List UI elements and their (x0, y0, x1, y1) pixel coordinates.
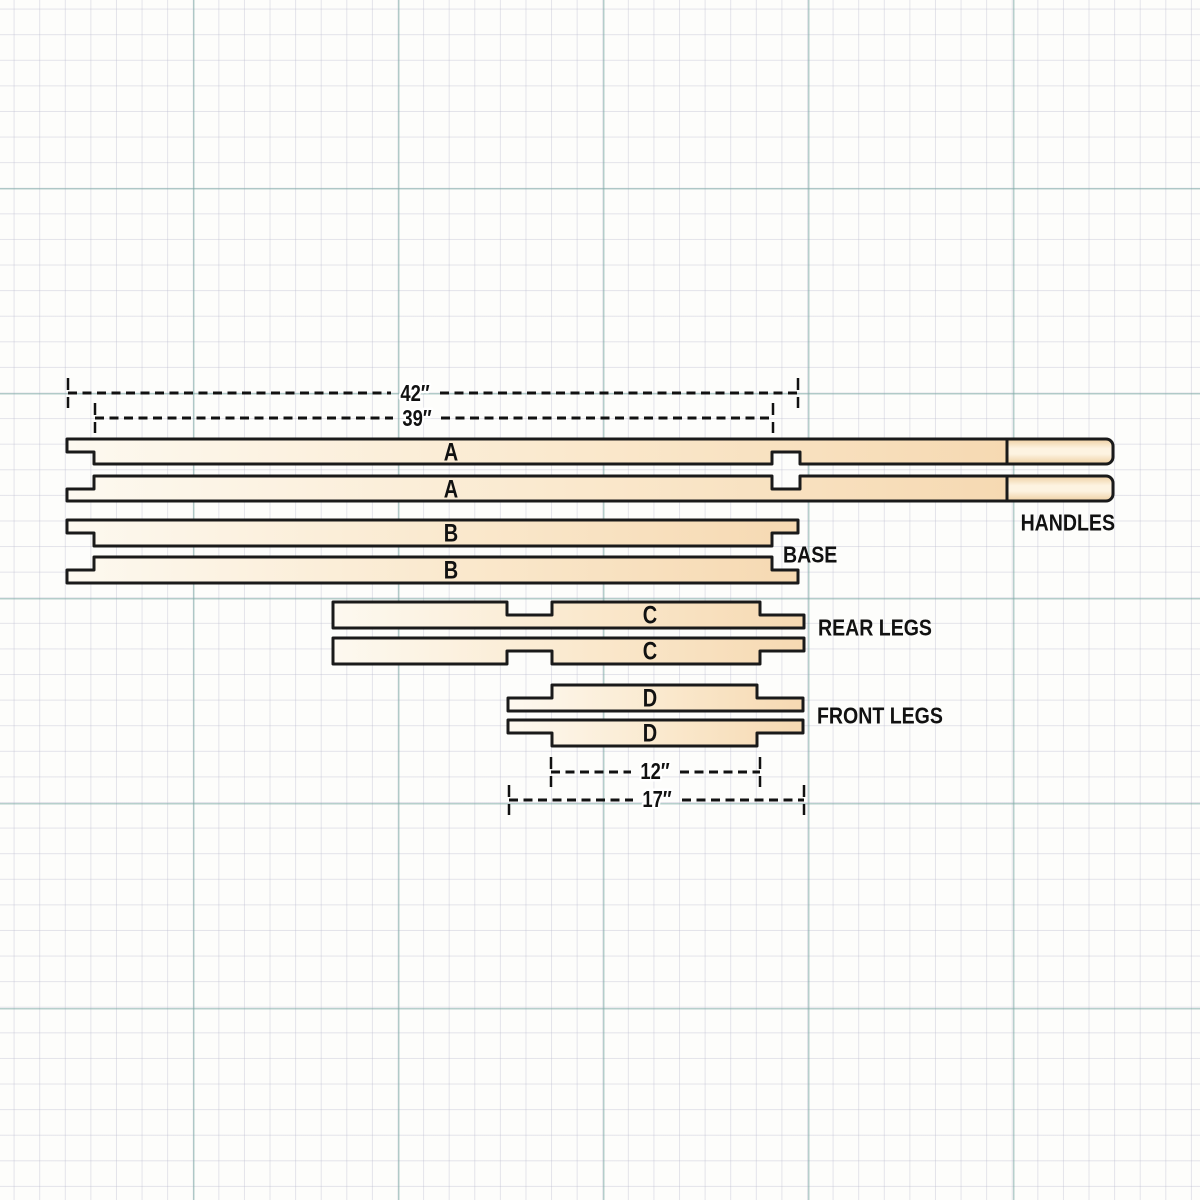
board-a1: A (65, 437, 1115, 466)
board-d2-shape (506, 718, 805, 748)
board-d1-shape (506, 683, 805, 713)
board-a2: A (65, 474, 1115, 503)
dim-39-label: 39″ (402, 406, 431, 431)
board-b1: B (65, 518, 800, 548)
dimension-12: 12″ (549, 757, 762, 787)
part-label-d2: D (643, 719, 657, 747)
board-a2-handle (1005, 474, 1115, 503)
board-d1: D (506, 683, 805, 713)
board-a2-shape (65, 474, 1009, 503)
dimension-42: 42″ (66, 378, 800, 409)
group-label-front-legs: FRONT LEGS (817, 703, 943, 729)
part-label-c1: C (643, 601, 657, 629)
part-label-c2: C (643, 637, 657, 665)
group-label-handles: HANDLES (1021, 510, 1115, 536)
dim-42-label: 42″ (400, 381, 429, 406)
board-c2-shape (331, 636, 806, 666)
part-label-b1: B (444, 519, 458, 547)
board-a1-shape (65, 437, 1009, 466)
board-b1-shape (65, 518, 800, 548)
board-b2: B (65, 555, 800, 585)
dimension-39: 39″ (93, 403, 775, 434)
dimension-17: 17″ (507, 785, 806, 815)
board-c1: C (331, 600, 806, 630)
group-label-rear-legs: REAR LEGS (818, 615, 932, 641)
part-label-b2: B (444, 556, 458, 584)
board-b2-shape (65, 555, 800, 585)
board-a1-handle (1005, 437, 1115, 466)
board-c2: C (331, 636, 806, 666)
part-label-a1: A (444, 438, 458, 466)
dim-12-label: 12″ (640, 759, 669, 784)
board-c1-shape (331, 600, 806, 630)
group-label-base: BASE (783, 542, 837, 568)
part-label-a2: A (444, 475, 458, 503)
dim-17-label: 17″ (642, 787, 671, 812)
board-d2: D (506, 718, 805, 748)
part-label-d1: D (643, 684, 657, 712)
